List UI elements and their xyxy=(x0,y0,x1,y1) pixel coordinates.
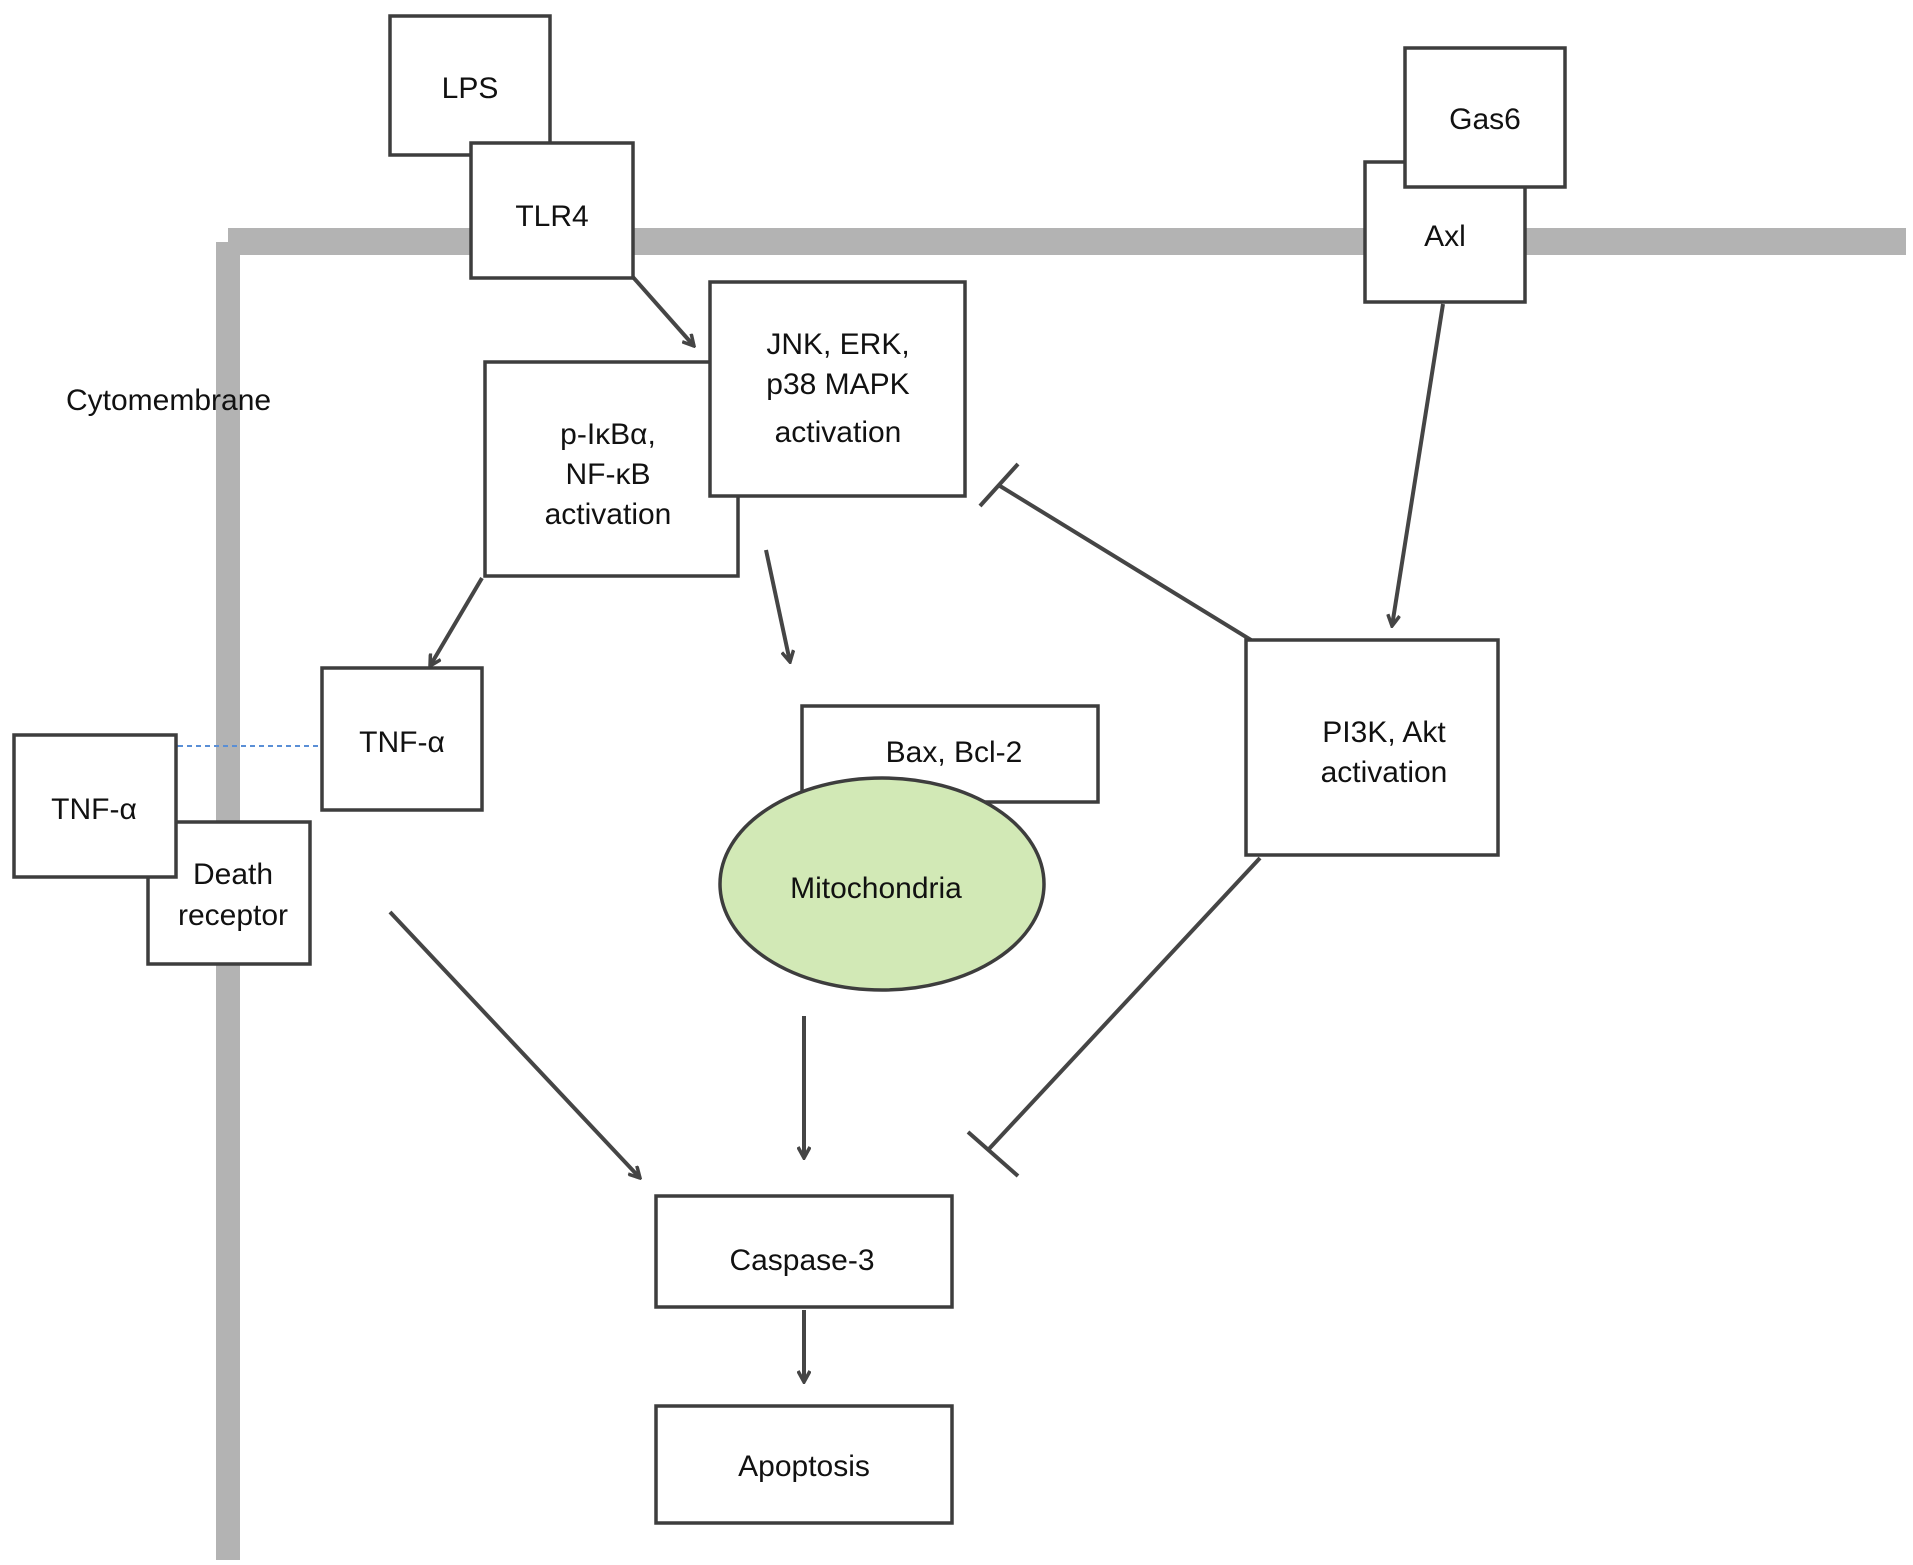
node-nfkb-line2: NF-κB xyxy=(566,458,651,491)
node-mapk-line3: activation xyxy=(775,416,902,449)
node-caspase3: Caspase-3 xyxy=(654,1194,954,1309)
node-gas6: Gas6 xyxy=(1403,46,1567,189)
node-apoptosis: Apoptosis xyxy=(654,1404,954,1525)
node-mapk-line1: JNK, ERK, xyxy=(766,328,909,361)
node-mapk-line2: p38 MAPK xyxy=(766,368,909,401)
node-mitochondria: Mitochondria xyxy=(718,776,1046,992)
node-nfkb-line3: activation xyxy=(545,498,672,531)
edges xyxy=(178,274,1445,1382)
node-tnfa-inner: TNF-α xyxy=(320,666,484,812)
inhibition-bar-mapk xyxy=(978,462,1020,508)
edge-axl-to-pi3k xyxy=(1392,303,1445,626)
node-bax-bcl2-label: Bax, Bcl-2 xyxy=(886,736,1023,769)
node-death-receptor-line1: Death xyxy=(193,858,273,891)
inhibition-bar-caspase3 xyxy=(966,1130,1020,1178)
node-tlr4: TLR4 xyxy=(469,141,635,280)
edge-nfkb-to-tnfa xyxy=(430,576,484,666)
node-pi3k-line1: PI3K, Akt xyxy=(1322,716,1446,749)
node-tnfa-outer: TNF-α xyxy=(12,733,178,879)
node-gas6-label: Gas6 xyxy=(1449,103,1521,136)
node-caspase3-label: Caspase-3 xyxy=(729,1244,874,1277)
node-mitochondria-label: Mitochondria xyxy=(790,872,962,905)
node-lps: LPS xyxy=(388,14,552,157)
node-tlr4-label: TLR4 xyxy=(515,200,588,233)
node-death-receptor-line2: receptor xyxy=(178,899,288,932)
edge-pi3k-inhibits-caspase3 xyxy=(986,856,1262,1152)
edge-nfkb-to-mitochondria xyxy=(764,549,790,662)
node-mapk: JNK, ERK, p38 MAPK activation xyxy=(708,280,967,498)
node-tnfa-outer-label: TNF-α xyxy=(51,793,137,826)
node-axl-label: Axl xyxy=(1424,220,1466,253)
node-tnfa-inner-label: TNF-α xyxy=(359,726,445,759)
node-lps-label: LPS xyxy=(442,72,499,105)
node-pi3k-line2: activation xyxy=(1321,756,1448,789)
node-pi3k-akt: PI3K, Akt activation xyxy=(1244,638,1500,857)
node-apoptosis-label: Apoptosis xyxy=(738,1450,870,1483)
membrane-label: Cytomembrane xyxy=(66,384,271,417)
cytomembrane xyxy=(216,228,1906,1560)
edge-pi3k-inhibits-mapk xyxy=(998,484,1253,642)
edge-death-receptor-to-caspase3 xyxy=(388,910,640,1178)
node-nfkb: p-IκBα, NF-κB activation xyxy=(483,360,740,578)
edge-tlr4-to-mapk xyxy=(630,274,694,346)
node-nfkb-line1: p-IκBα, xyxy=(560,418,656,451)
